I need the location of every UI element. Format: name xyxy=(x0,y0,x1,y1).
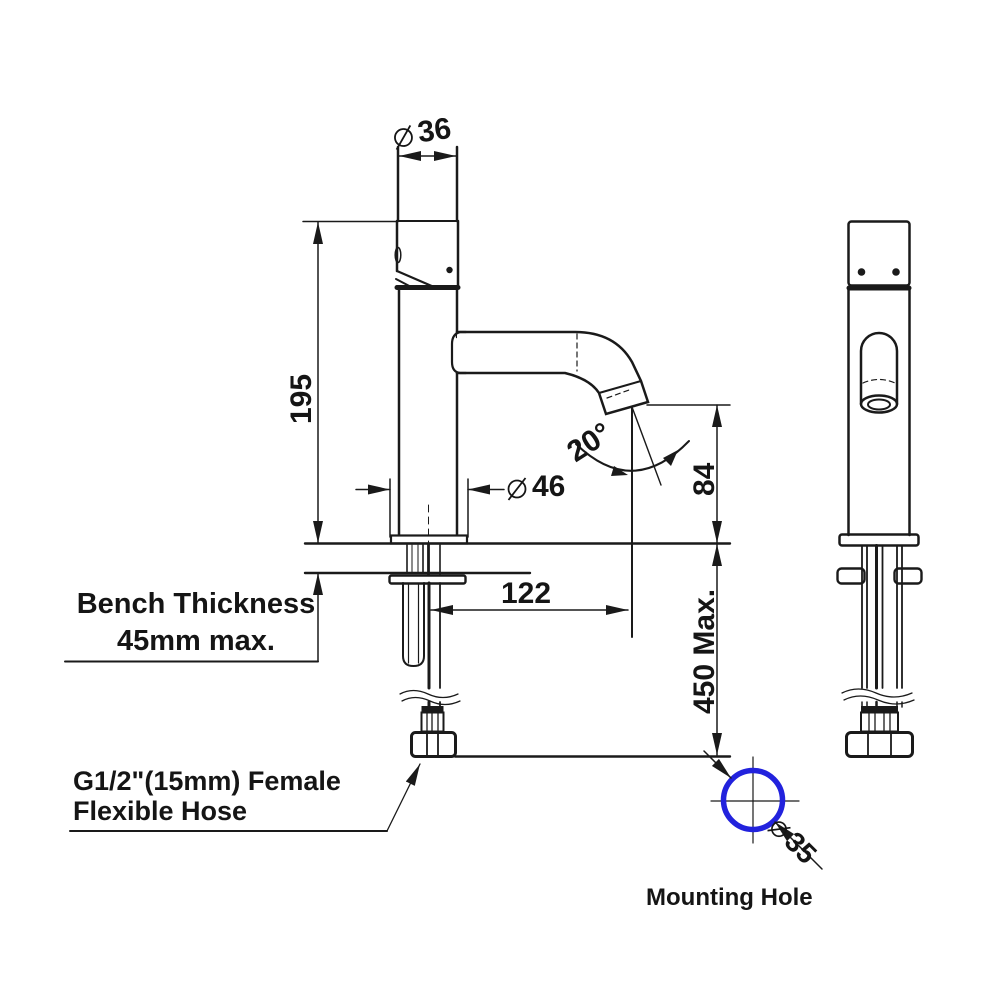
hose-leader-line xyxy=(386,763,421,832)
bench-note-line1: Bench Thickness xyxy=(76,588,316,620)
hose-connector-side xyxy=(845,700,914,758)
side-handle xyxy=(847,220,911,287)
dim-body-diameter: 46 xyxy=(505,472,565,502)
dim-value-36: 36 xyxy=(415,111,454,150)
side-flange xyxy=(838,533,920,547)
break-lines-side xyxy=(841,688,915,705)
dim-hose-max-length: 450 Max. xyxy=(688,588,721,714)
dim-body-height: 195 xyxy=(285,373,318,424)
dim-value-122: 122 xyxy=(501,577,552,610)
front-view xyxy=(303,145,732,758)
dim-arrow-35-upper xyxy=(703,750,732,779)
hose-connector-front xyxy=(410,706,457,758)
mounting-hole-circle xyxy=(720,767,786,833)
side-under-bench xyxy=(836,544,923,690)
dim-value-450: 450 Max. xyxy=(688,588,721,714)
side-spout-outlet xyxy=(859,331,899,414)
dim-value-46: 46 xyxy=(532,470,566,503)
side-view xyxy=(836,220,923,758)
dim-value-84: 84 xyxy=(688,462,721,496)
hose-note-line1: G1/2"(15mm) Female xyxy=(73,766,341,796)
diameter-symbol-icon xyxy=(507,477,527,501)
hose-note-line2: Flexible Hose xyxy=(73,796,248,826)
spout xyxy=(450,330,650,416)
bench-thickness-note: Bench Thickness 45mm max. xyxy=(70,586,322,660)
handle-base xyxy=(394,219,461,290)
diameter-symbol-icon xyxy=(394,124,413,151)
flexible-hose-note: G1/2"(15mm) Female Flexible Hose xyxy=(73,766,341,826)
bench-note-line2: 45mm max. xyxy=(117,625,275,657)
dimension-lines xyxy=(64,220,731,832)
dim-handle-diameter: 36 xyxy=(389,111,454,152)
dim-value-195: 195 xyxy=(285,373,318,424)
dim-mounting-hole-diameter: 35 xyxy=(763,811,823,870)
mounting-hole-label: Mounting Hole xyxy=(646,884,813,911)
break-lines-front xyxy=(399,689,461,706)
under-bench-hardware xyxy=(388,504,467,709)
mounting-hole xyxy=(703,750,823,870)
dim-outlet-height: 84 xyxy=(688,462,721,496)
faucet-body xyxy=(397,287,459,537)
handle-lever xyxy=(396,145,459,223)
diameter-symbol-icon xyxy=(767,821,791,838)
dim-arrow-35-lower xyxy=(774,821,823,870)
dim-spout-reach: 122 xyxy=(501,579,551,609)
